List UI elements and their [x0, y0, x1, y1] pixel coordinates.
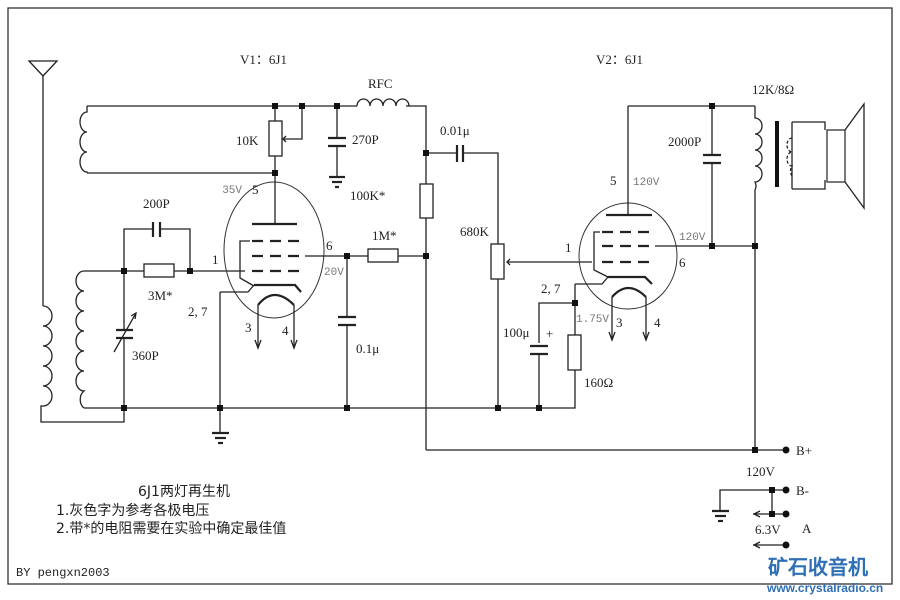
v2-pin-3: 3 — [616, 315, 623, 330]
b-plus-label: B+ — [796, 443, 812, 458]
pot-regen-label: 10K — [236, 133, 259, 148]
coupling-capacitor — [426, 145, 499, 244]
tube-v2 — [575, 106, 755, 342]
transformer-label: 12K/8Ω — [752, 82, 794, 97]
volume-potentiometer[interactable] — [490, 243, 592, 408]
rfc-label: RFC — [368, 76, 393, 91]
v2-screen-voltage: 120V — [679, 232, 706, 244]
note-1: 1.灰色字为参考各极电压 — [56, 502, 209, 519]
b-minus-terminal[interactable] — [782, 486, 790, 494]
plate-resistor — [419, 183, 434, 450]
frame-border — [7, 7, 893, 585]
tone-capacitor — [703, 106, 721, 246]
v2-pin-6: 6 — [679, 255, 686, 270]
junction-dots — [121, 103, 775, 517]
tuning-coil — [75, 270, 124, 409]
watermark-url[interactable]: www.crystalradio.cn — [766, 581, 883, 595]
v1-pin-6: 6 — [326, 238, 333, 253]
v2-pin-5: 5 — [610, 173, 617, 188]
note-2: 2.带*的电阻需要在实验中确定最佳值 — [56, 521, 286, 537]
v1-pin-3: 3 — [245, 320, 252, 335]
a-terminal-1[interactable] — [782, 510, 790, 518]
c-bypass-label: 270P — [352, 132, 379, 147]
rfc-choke — [356, 98, 427, 184]
v2-pin-1: 1 — [565, 240, 572, 255]
r-cathode-label: 160Ω — [584, 375, 613, 390]
v2-pin-27: 2, 7 — [541, 281, 561, 296]
tuning-capacitor — [113, 271, 137, 408]
v2-label: V2：6J1 — [596, 52, 643, 67]
tickler-coil — [79, 105, 275, 174]
pot-volume-label: 680K — [460, 224, 490, 239]
c-couple-label: 0.01μ — [440, 123, 470, 138]
a-label: A — [802, 521, 812, 536]
c-tone-label: 2000P — [668, 134, 701, 149]
r-screen-label: 1M* — [372, 228, 397, 243]
output-transformer — [753, 106, 826, 246]
b-plus-rail — [426, 246, 756, 451]
speaker-icon — [826, 102, 865, 210]
r-grid-label: 3M* — [148, 288, 173, 303]
v2-cathode-voltage: 1.75V — [576, 314, 609, 326]
c-tune-label: 360P — [132, 348, 159, 363]
ground-icon — [212, 408, 229, 445]
b-voltage-label: 120V — [746, 464, 776, 479]
author-credit: BY pengxn2003 — [16, 566, 110, 580]
ground-bus — [124, 377, 576, 409]
v1-pin-1: 1 — [212, 252, 219, 267]
screen-network — [338, 248, 426, 408]
c-grid-label: 200P — [143, 196, 170, 211]
v1-label: V1：6J1 — [240, 52, 287, 67]
a-voltage-label: 6.3V — [755, 522, 781, 537]
bypass-capacitor — [328, 106, 346, 189]
v2-pin-4: 4 — [654, 315, 661, 330]
b-plus-terminal[interactable] — [782, 446, 790, 454]
v2-plate-voltage: 120V — [633, 177, 660, 189]
antenna-coil — [40, 305, 125, 423]
b-minus-label: B- — [796, 483, 809, 498]
b-minus-wiring — [712, 489, 785, 549]
watermark-text: 矿石收音机 — [768, 555, 868, 579]
title-text: 6J1两灯再生机 — [138, 484, 230, 500]
c-screen-label: 0.1μ — [356, 341, 379, 356]
v1-plate-voltage: 35V — [222, 185, 242, 197]
v1-screen-voltage: 20V — [324, 267, 344, 279]
c-cathode-polarity: + — [546, 326, 553, 341]
v1-pin-4: 4 — [282, 323, 289, 338]
antenna-icon — [27, 60, 59, 306]
r-plate-label: 100K* — [350, 188, 385, 203]
v1-pin-5: 5 — [252, 182, 259, 197]
regen-potentiometer[interactable] — [268, 106, 303, 173]
a-terminal-2[interactable] — [782, 541, 790, 549]
tube-v1 — [220, 173, 347, 350]
cathode-network — [530, 284, 582, 408]
c-cathode-label: 100μ — [503, 325, 530, 340]
v1-pin-27: 2, 7 — [188, 304, 208, 319]
grid-leak-network — [123, 222, 245, 278]
